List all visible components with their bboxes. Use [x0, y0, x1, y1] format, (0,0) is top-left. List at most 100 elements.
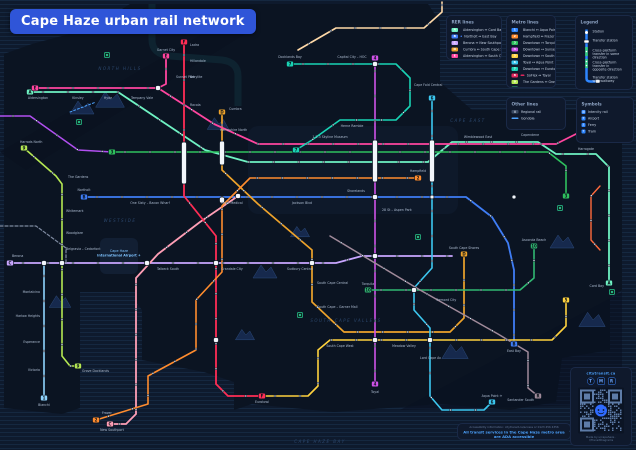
station-dot [96, 261, 100, 265]
terminus-label: 10 [531, 244, 537, 249]
station-dot [256, 142, 260, 146]
station-dot [406, 142, 410, 146]
station-dot [273, 150, 277, 154]
station-dot [462, 303, 466, 307]
station-dot [194, 322, 198, 326]
terminus-label: 3 [111, 150, 114, 155]
station-dot [423, 150, 427, 154]
station-dot [242, 189, 246, 192]
station-dot [71, 261, 75, 265]
interchange-station [219, 196, 225, 204]
social-icon-t[interactable]: T [586, 377, 595, 385]
station-dot [330, 176, 334, 180]
station-dot [316, 381, 320, 385]
station-label: Aldersington [28, 96, 48, 100]
station-dot [194, 347, 198, 351]
station-dot [589, 219, 593, 222]
social-icon-m[interactable]: M [597, 377, 605, 385]
station-dot [431, 330, 434, 334]
station-label: South Cape Shores [449, 246, 480, 250]
terminus-label: 5 [565, 298, 568, 303]
station-dot [474, 408, 477, 412]
terminus-label: 7 [289, 62, 292, 67]
station-dot [382, 267, 386, 270]
station-dot [479, 338, 483, 342]
station-dot [512, 308, 516, 312]
station-dot [406, 330, 409, 334]
station-dot [311, 138, 315, 141]
mountain-icon [441, 343, 469, 359]
station-label: Toyal [370, 390, 379, 394]
station-label: Garnet City [157, 48, 175, 52]
station-dot [123, 150, 127, 154]
station-label: Santander South [507, 398, 534, 402]
station-label: One Sixty – Bacon Wharf [130, 201, 170, 205]
station-dot [399, 67, 403, 71]
station-dot [347, 160, 351, 164]
terminus-label: B [512, 342, 515, 347]
station-dot [35, 119, 38, 122]
station-dot [422, 160, 426, 164]
station-dot [395, 195, 399, 199]
terminus-badge [605, 279, 613, 287]
station-dot [134, 358, 138, 361]
station-dot [248, 150, 252, 154]
station-label: Harrods North [20, 140, 42, 144]
station-dot [548, 151, 551, 155]
station-dot [379, 288, 383, 292]
station-dot [173, 360, 177, 363]
station-dot [279, 222, 283, 226]
terminus-label: 9 [23, 146, 26, 151]
station-dot [234, 132, 237, 135]
station-label: 28 St – Aspen Park [382, 208, 412, 212]
social-icon-r[interactable]: R [607, 377, 616, 385]
station-label: Esperance [23, 340, 40, 344]
terminus-label: 6 [431, 96, 434, 101]
station-dot [247, 160, 251, 164]
station-label: Docklands Bay [278, 55, 302, 59]
station-dot [323, 150, 327, 154]
line-badge: 1 [511, 27, 518, 32]
station-dot [182, 53, 186, 57]
station-label: Hampfield [410, 169, 426, 173]
station-dot [607, 264, 611, 267]
station-label: Frazer [102, 411, 112, 415]
rail-line-peach [297, 1, 443, 51]
terminus-label: 10 [365, 288, 371, 293]
terminus-badge [371, 54, 379, 62]
station-dot [316, 305, 319, 309]
station-dot [60, 293, 64, 296]
station-dot [11, 114, 15, 118]
social-site-link[interactable]: citytransit.ca [586, 371, 616, 376]
station-label: Eurotowl [255, 400, 269, 404]
station-dot [60, 218, 64, 221]
station-dot [429, 288, 433, 292]
station-dot [270, 195, 274, 199]
station-dot [523, 150, 527, 154]
station-dot [182, 128, 186, 132]
station-dot [46, 261, 50, 265]
station-label: Grove Docklands [82, 369, 109, 373]
station-dot [526, 384, 530, 387]
station-dot [510, 258, 514, 262]
terminus-label: E [34, 86, 37, 91]
terminus-badge [31, 84, 39, 92]
interchange-station [372, 253, 378, 259]
station-dot [199, 146, 203, 149]
district-shade [0, 32, 248, 170]
landmass [4, 4, 622, 414]
terminus-label: D [462, 252, 466, 257]
station-dot [69, 364, 72, 368]
station-dot [348, 150, 352, 154]
map-key-header: Legend [580, 20, 599, 25]
station-dot [121, 261, 125, 265]
station-label: 1-2-3 Skyline Museum [312, 135, 347, 139]
interchange-station [181, 141, 187, 185]
terminus-label: 1 [43, 396, 46, 401]
